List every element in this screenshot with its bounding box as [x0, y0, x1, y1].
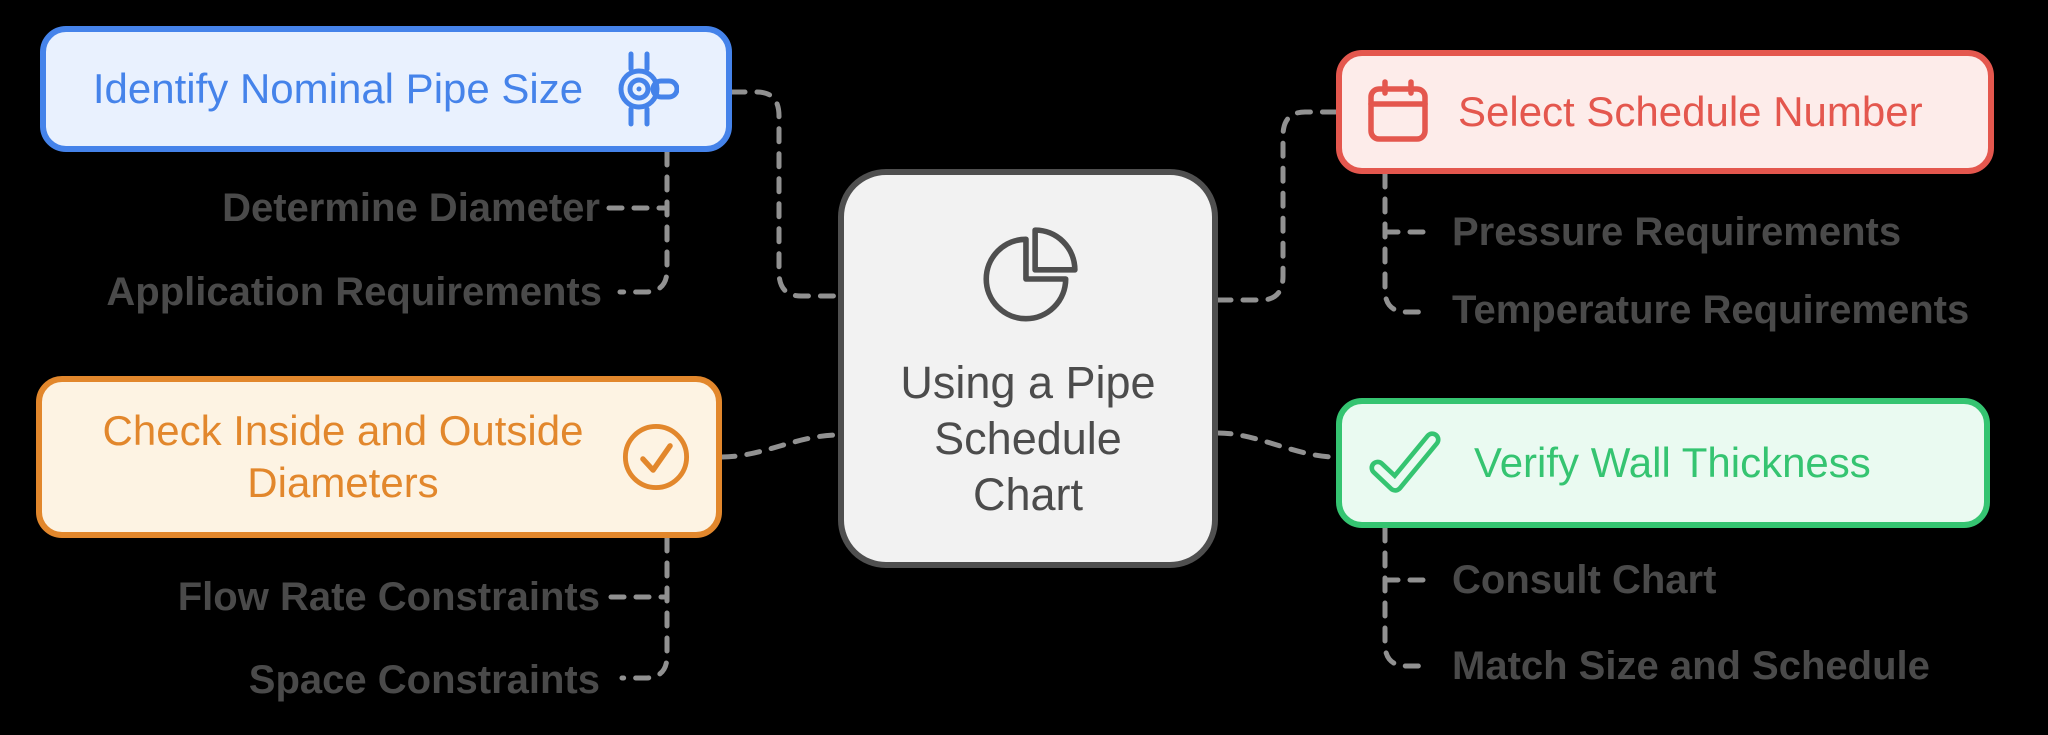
connector-diameters-center: [719, 432, 841, 460]
pie-chart-icon: [983, 227, 1078, 322]
node-label: Identify Nominal Pipe Size: [92, 65, 584, 112]
connector-center-schedule: [1215, 109, 1339, 303]
calendar-icon: [1368, 79, 1428, 142]
subitem-determine-diameter: Determine Diameter: [222, 186, 600, 230]
node-identify-nominal-pipe-size: Identify Nominal Pipe Size: [40, 26, 732, 152]
connector-verify-children: [1382, 525, 1433, 669]
connector-center-verify: [1215, 430, 1339, 460]
check-circle-icon: [622, 423, 690, 491]
node-select-schedule-number: Select Schedule Number: [1336, 50, 1994, 174]
subitem-temperature-requirements: Temperature Requirements: [1452, 288, 1970, 332]
connector-identify-children: [617, 149, 670, 295]
center-title: Using a Pipe Schedule Chart: [900, 357, 1156, 520]
node-verify-wall-thickness: Verify Wall Thickness: [1336, 398, 1990, 528]
node-label: Verify Wall Thickness: [1474, 439, 1871, 486]
subitem-match-size-and-schedule: Match Size and Schedule: [1452, 644, 1930, 688]
subitem-consult-chart: Consult Chart: [1452, 558, 1717, 602]
node-check-inside-outside-diameters: Check Inside and Outside Diameters: [36, 376, 722, 538]
subitem-flow-rate-constraints: Flow Rate Constraints: [177, 575, 600, 619]
connector-diameters-children: [619, 535, 670, 681]
subitem-application-requirements: Application Requirements: [106, 270, 602, 314]
check-icon: [1369, 431, 1441, 493]
pipe-valve-icon: [618, 51, 680, 127]
connector-identify-center: [729, 89, 841, 299]
node-label: Check Inside and Outside Diameters: [102, 406, 584, 506]
subitem-space-constraints: Space Constraints: [248, 658, 600, 702]
subitem-pressure-requirements: Pressure Requirements: [1452, 210, 1902, 254]
node-center: Using a Pipe Schedule Chart: [838, 169, 1218, 568]
connector-schedule-children: [1382, 171, 1433, 315]
node-label: Select Schedule Number: [1458, 88, 1923, 135]
